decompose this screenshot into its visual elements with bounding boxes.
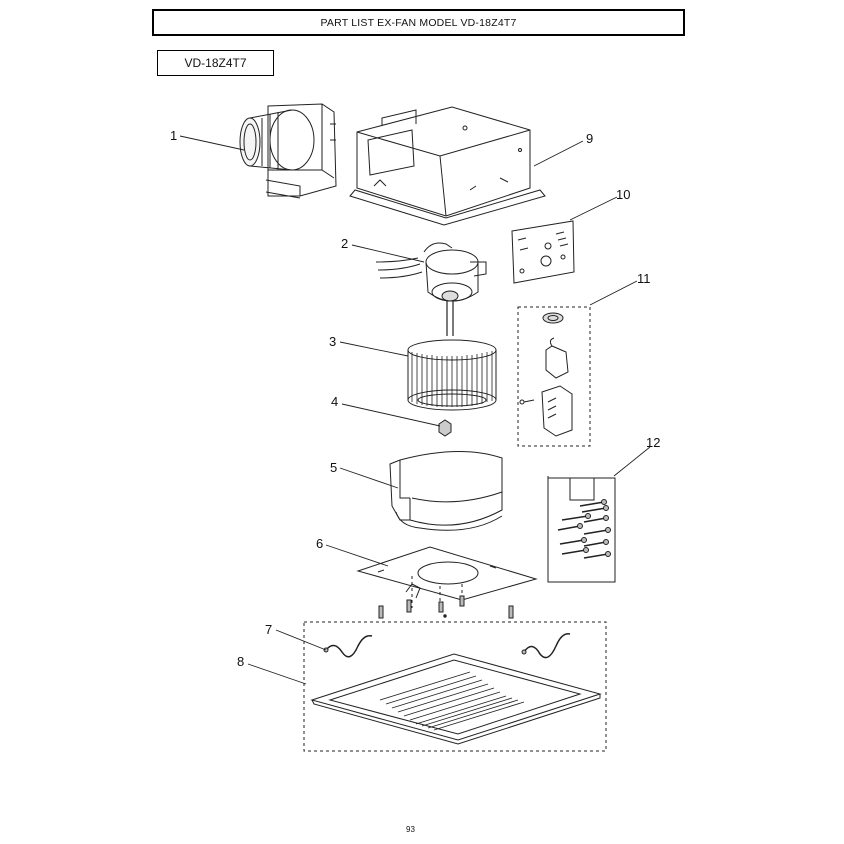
callout-8: 8: [237, 654, 244, 669]
part-blower-wheel: [407, 339, 497, 411]
callout-4: 4: [331, 394, 338, 409]
part-terminal-plate: [511, 220, 575, 284]
part-connector-kit: [517, 306, 591, 447]
model-label: VD-18Z4T7: [157, 50, 274, 76]
part-mounting-plate: [356, 546, 538, 612]
part-motor: [375, 242, 487, 336]
callout-5: 5: [330, 460, 337, 475]
callout-7: 7: [265, 622, 272, 637]
part-scroll: [389, 450, 503, 531]
callout-12: 12: [646, 435, 660, 450]
page-number: 93: [406, 825, 415, 834]
callout-11: 11: [637, 271, 651, 286]
part-duct-connector: [239, 103, 337, 199]
callout-6: 6: [316, 536, 323, 551]
page-title: PART LIST EX-FAN MODEL VD-18Z4T7: [152, 9, 685, 36]
part-screw-kit: [547, 476, 616, 583]
leader-lines: [179, 135, 651, 685]
callout-1: 1: [170, 128, 177, 143]
part-grille-assembly: [303, 621, 607, 752]
callout-3: 3: [329, 334, 336, 349]
part-housing: [349, 106, 546, 226]
callout-numbers: 1 2 3 4 5 6 7 8 9 10 11 12: [170, 128, 660, 669]
mounting-screws: [378, 595, 514, 619]
part-nut: [438, 419, 452, 437]
part-spring-left: [323, 634, 373, 658]
part-spring-right: [521, 633, 571, 659]
callout-9: 9: [586, 131, 593, 146]
callout-10: 10: [616, 187, 630, 202]
callout-2: 2: [341, 236, 348, 251]
